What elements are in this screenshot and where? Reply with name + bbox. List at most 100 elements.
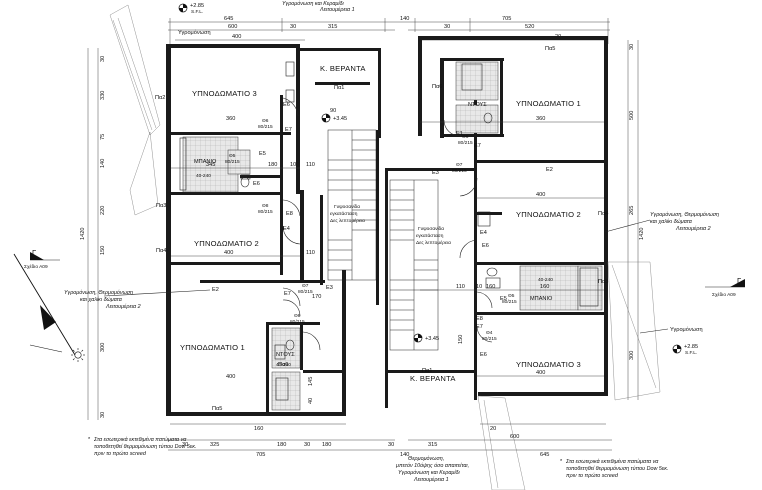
right-unit-fixtures bbox=[461, 63, 599, 307]
section-right-letter: Γ bbox=[737, 276, 741, 285]
label-e6a: E6 bbox=[283, 102, 290, 108]
level-marker-top-left: +2.85 S.F.L. bbox=[178, 3, 204, 15]
label-th8b: Θ8 bbox=[294, 313, 301, 319]
footnote-left-1: Στα εσωτερικά εκτεθιμένα πατώματα να bbox=[93, 436, 187, 443]
dim-r-1420: 1420 bbox=[639, 228, 645, 240]
label-pa4-left: Πα4 bbox=[156, 248, 166, 254]
dim-in-400d: 400 bbox=[226, 374, 235, 380]
label-th4-size: 80/215 bbox=[482, 336, 497, 342]
dim-top-600: 600 bbox=[228, 24, 237, 30]
shower-right-tiles-b bbox=[455, 104, 499, 134]
label-e3-right: E3 bbox=[432, 170, 439, 176]
note-stair-right-3: Δες λεπτομέρεια bbox=[416, 239, 451, 246]
level-marker-mid-right: +3.45 bbox=[413, 333, 439, 343]
section-left-sub: Σχέδιο Α09 bbox=[24, 263, 48, 270]
level-mid-right: +3.45 bbox=[425, 336, 439, 342]
dim-in-10b: 10 bbox=[476, 284, 482, 290]
dim-top-30a: 30 bbox=[290, 24, 296, 30]
left-roof-slope bbox=[109, 4, 161, 216]
left-unit-fixtures bbox=[179, 61, 295, 401]
note-bottom-center-3: Υγρομόνωση και Κεραμίδι bbox=[398, 469, 461, 476]
dim-in-145: 145 bbox=[308, 377, 314, 386]
room-veranda-bottom: Κ. ΒΕΡΑΝΤΑ bbox=[410, 374, 456, 383]
dim-in-400c: 400 bbox=[536, 370, 545, 376]
label-e8b: E8 bbox=[476, 316, 483, 322]
dim-in-90: 90 bbox=[330, 108, 336, 114]
note-left-mid-1: Υγρομόνωση, Θερμομόνωση bbox=[64, 289, 133, 296]
label-th7b-size: 80/215 bbox=[298, 289, 313, 295]
dim-bot-30b: 30 bbox=[304, 442, 310, 448]
level-top-left: +2.85 bbox=[190, 3, 204, 9]
right-unit-walls bbox=[385, 36, 608, 408]
dim-l-75: 75 bbox=[100, 134, 106, 140]
dim-in-400b: 400 bbox=[536, 192, 545, 198]
note-right-mid-2: και χαλίκι δώματα bbox=[650, 218, 693, 225]
label-window-b: 40-240 bbox=[538, 277, 553, 283]
note-stair-left-1: Γυψοσανίδα bbox=[334, 204, 360, 210]
dim-bot-180: 180 bbox=[277, 442, 286, 448]
label-window-c: 40-240 bbox=[276, 362, 291, 368]
room-bedroom3-left: ΥΠΝΟΔΩΜΑΤΙΟ 3 bbox=[192, 89, 257, 98]
note-stair-left-2: εγκατάσταση bbox=[330, 210, 358, 217]
label-e8a: E8 bbox=[286, 211, 293, 217]
label-e4-right: E4 bbox=[480, 230, 487, 236]
room-shower-left: ΝΤΟΥΣ bbox=[276, 352, 295, 358]
room-bath-right: ΜΠΑΝΙΟ bbox=[530, 296, 553, 302]
section-marker-right: Γ Σχέδιο Α09 bbox=[705, 276, 745, 298]
note-left-mid-2: και χαλίκι δώματα bbox=[80, 296, 123, 303]
dim-bot-20: 20 bbox=[490, 426, 496, 432]
dim-bot-325: 325 bbox=[210, 442, 219, 448]
dim-in-110a: 110 bbox=[306, 162, 315, 168]
dim-in-110b: 110 bbox=[306, 250, 315, 256]
dim-bot-180b: 180 bbox=[322, 442, 331, 448]
label-th6a-size: 80/215 bbox=[258, 124, 273, 130]
dim-bot-30a: 30 bbox=[182, 442, 188, 448]
dim-r-265: 265 bbox=[629, 206, 635, 215]
room-bedroom1-left: ΥΠΝΟΔΩΜΑΤΙΟ 1 bbox=[180, 343, 245, 352]
level-bottom-right: +2.85 bbox=[684, 344, 698, 350]
label-th8b-size: 80/215 bbox=[290, 319, 305, 325]
label-th6b-size: 80/215 bbox=[458, 140, 473, 146]
shower-left-tiles-b bbox=[271, 371, 301, 411]
dim-in-40: 40 bbox=[308, 398, 314, 404]
note-bottom-center-2: μπετόν 10όψης όσο απαιτείται, bbox=[395, 462, 469, 469]
left-unit-door-swings bbox=[282, 97, 321, 351]
note-top-center-1: Υγρομόνωση και Κεραμίδι bbox=[282, 0, 345, 7]
dim-in-10a: 10 bbox=[290, 162, 296, 168]
inner-dimensions: 345 180 400 110 110 10 360 400 160 160 1… bbox=[171, 108, 604, 404]
dim-r-500: 500 bbox=[629, 111, 635, 120]
left-dimension-lines: 1420 330 140 75 220 150 300 30 30 bbox=[80, 48, 106, 420]
dim-in-360b: 360 bbox=[226, 116, 235, 122]
note-stair-right-1: Γυψοσανίδα bbox=[418, 226, 444, 232]
right-dimension-lines: 1420 500 265 300 30 bbox=[627, 40, 645, 400]
dim-top-645: 645 bbox=[224, 16, 233, 22]
label-th7a-size: 80/215 bbox=[452, 168, 467, 174]
footnote-left-asterisk: * bbox=[88, 437, 91, 443]
dim-l-30b: 30 bbox=[100, 412, 106, 418]
room-bedroom2-left: ΥΠΝΟΔΩΜΑΤΙΟ 2 bbox=[194, 239, 259, 248]
dim-in-150: 150 bbox=[458, 335, 464, 344]
label-th5b-size: 80/215 bbox=[502, 299, 517, 305]
dim-in-400a: 400 bbox=[224, 250, 233, 256]
dim-top-705: 705 bbox=[502, 16, 511, 22]
footnote-right-3: πριν το πρώτο screed bbox=[566, 472, 619, 479]
dim-bot-705: 705 bbox=[256, 452, 265, 458]
level-mid-left: +3.45 bbox=[333, 116, 347, 122]
note-ygromonosi-top-left: Υγρομόνωση bbox=[178, 29, 211, 36]
room-bedroom2-right: ΥΠΝΟΔΩΜΑΤΙΟ 2 bbox=[516, 210, 581, 219]
room-bath-left: ΜΠΑΝΙΟ bbox=[194, 159, 217, 165]
section-marker-left: Γ Σχέδιο Α09 bbox=[24, 248, 60, 270]
label-e6b: E6 bbox=[253, 181, 260, 187]
dim-l-150: 150 bbox=[100, 246, 106, 255]
note-bottom-center-4: Λειτουμέρεια 1 bbox=[413, 476, 449, 483]
level-bottom-right-sub: S.F.L. bbox=[685, 350, 697, 356]
label-th5a: Θ5 bbox=[229, 153, 236, 159]
section-right-sub: Σχέδιο Α09 bbox=[712, 291, 736, 298]
room-bedroom1-right: ΥΠΝΟΔΩΜΑΤΙΟ 1 bbox=[516, 99, 581, 108]
footnote-right-asterisk: * bbox=[560, 459, 563, 465]
label-th5a-size: 80/215 bbox=[225, 159, 240, 165]
north-letter: Β bbox=[46, 315, 51, 324]
room-veranda-top: Κ. ΒΕΡΑΝΤΑ bbox=[320, 64, 366, 73]
label-pa1-bottom: Πα1 bbox=[422, 368, 432, 374]
